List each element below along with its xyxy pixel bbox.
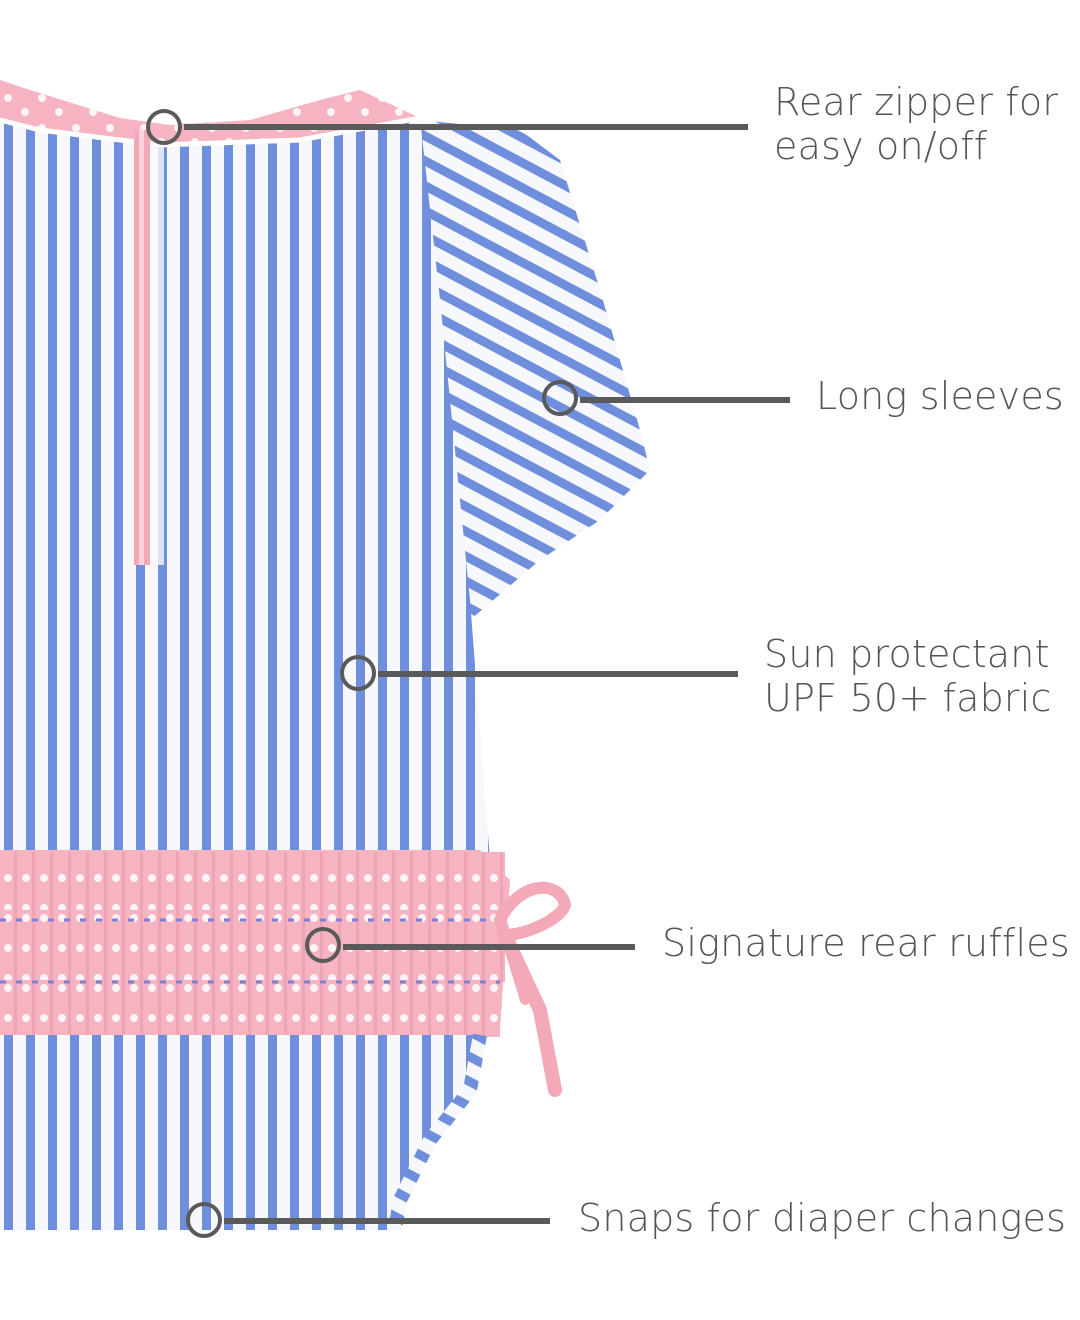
zipper-callout-label: Rear zipper for easy on/off [774, 80, 1059, 168]
sleeve [420, 120, 650, 620]
ruffles-callout-line [343, 944, 635, 950]
upf-callout-label: Sun protectant UPF 50+ fabric [764, 632, 1052, 720]
snaps-callout-line [224, 1218, 550, 1224]
sleeve-callout-label: Long sleeves [816, 374, 1064, 418]
sleeve-callout-marker [542, 380, 578, 416]
bottom [0, 1035, 480, 1230]
upf-callout-marker [340, 655, 376, 691]
snaps-callout-label: Snaps for diaper changes [578, 1196, 1067, 1240]
ruffles-callout-marker [305, 927, 341, 963]
ruffles-callout-label: Signature rear ruffles [662, 921, 1070, 965]
zipper-callout-line [184, 124, 748, 130]
tie-bow [494, 881, 571, 941]
sleeve-callout-line [580, 397, 790, 403]
zipper-callout-marker [146, 109, 182, 145]
body [0, 110, 490, 860]
upf-callout-line [378, 671, 738, 677]
snaps-callout-marker [186, 1202, 222, 1238]
